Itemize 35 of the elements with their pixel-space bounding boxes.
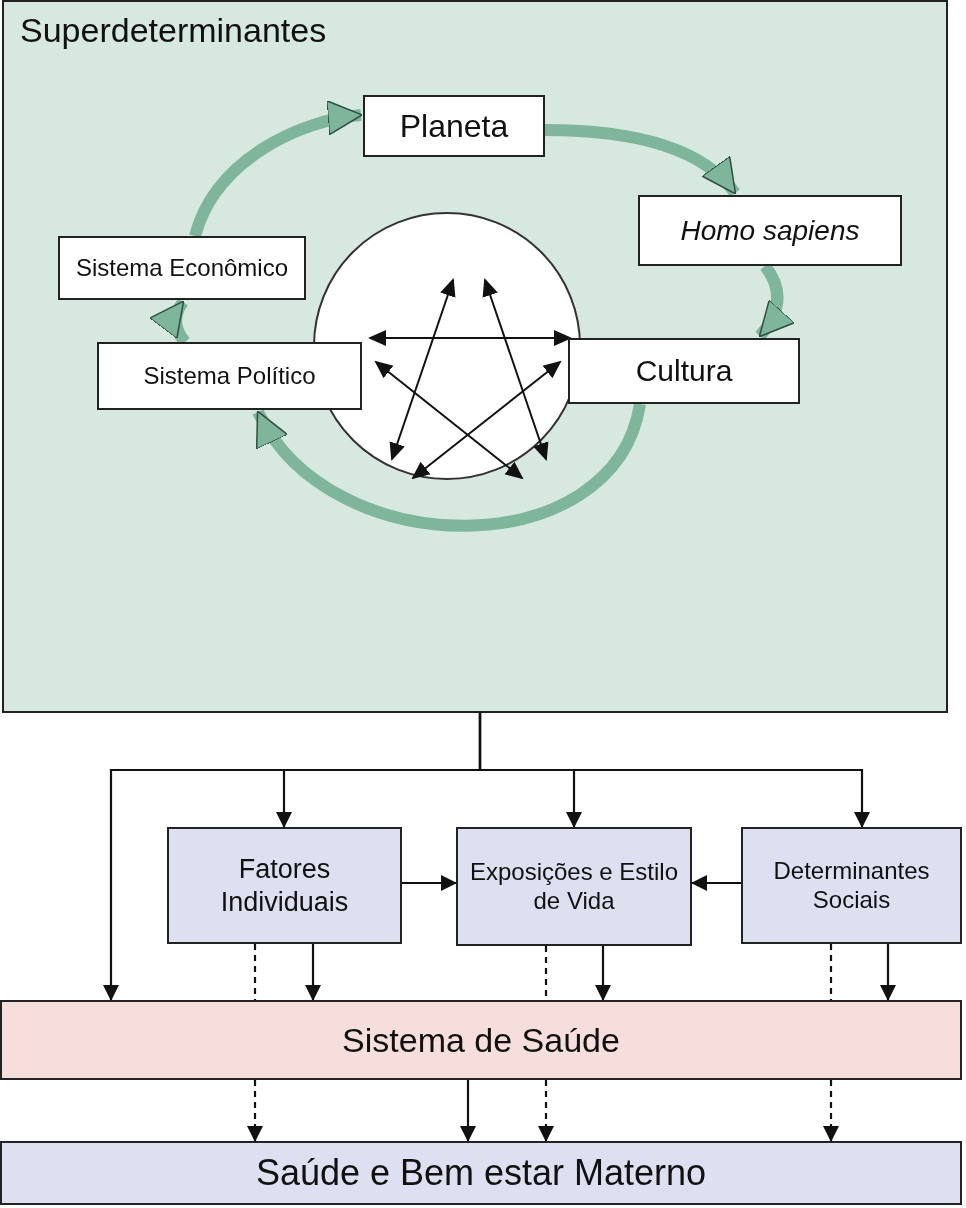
process-box (0, 1141, 962, 1205)
arrow (252, 402, 646, 532)
process-box (741, 827, 962, 944)
arrow (247, 1080, 263, 1142)
system-bar (0, 1000, 962, 1080)
arrow (305, 944, 321, 1001)
group-panel (2, 0, 948, 713)
box-label: Fatores Individuais (219, 853, 350, 918)
arrow (823, 1080, 839, 1142)
box-label: Cultura (634, 353, 734, 389)
box-label: Sistema Econômico (74, 253, 290, 283)
arrow (189, 101, 363, 238)
arrow (691, 875, 741, 891)
process-box (568, 338, 800, 404)
process-box (167, 827, 402, 944)
box-label: Homo sapiens (679, 213, 861, 248)
arrow (544, 124, 740, 197)
box-label: Saúde e Bem estar Materno (254, 1151, 708, 1195)
arrow (478, 713, 870, 828)
arrow (595, 946, 611, 1001)
arrow (460, 1080, 476, 1142)
process-box (456, 827, 692, 946)
process-box (97, 342, 362, 410)
panel-title: Superdeterminantes (20, 10, 327, 51)
arrow (880, 944, 896, 1001)
box-label: Planeta (398, 106, 510, 146)
box-label: Determinantes Sociais (772, 856, 931, 915)
arrow (402, 875, 457, 891)
box-label: Sistema de Saúde (341, 1019, 621, 1061)
process-box (363, 95, 545, 157)
process-box (638, 195, 902, 266)
box-label: Sistema Político (142, 361, 317, 391)
process-box (58, 236, 306, 300)
box-label: Exposições e Estilo de Vida (468, 857, 680, 916)
arrow (538, 1080, 554, 1142)
